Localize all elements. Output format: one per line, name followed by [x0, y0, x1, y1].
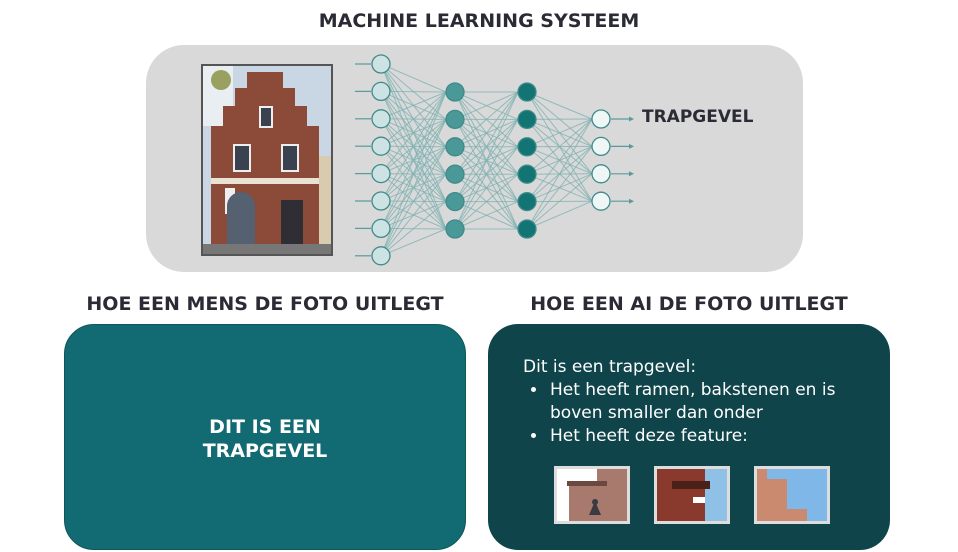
hidden1-node [445, 191, 465, 212]
network-edge [454, 173, 519, 230]
hidden2-node [517, 82, 537, 102]
network-edge [380, 201, 447, 257]
network-edge [526, 200, 593, 230]
neural-network-diagram [355, 54, 634, 266]
input-node [371, 81, 391, 102]
network-edge [526, 146, 593, 230]
network-edge [526, 91, 593, 120]
hidden2-node [517, 191, 537, 212]
network-edge [526, 118, 593, 202]
ai-intro: Dit is een trapgevel: [523, 357, 697, 377]
network-edge [454, 119, 519, 230]
hidden2-node [517, 219, 537, 239]
hidden1-node [445, 109, 465, 130]
input-node [371, 109, 391, 129]
output-node [591, 164, 611, 184]
network-edge [454, 201, 519, 230]
network-edge [380, 119, 447, 257]
output-node [591, 191, 611, 211]
input-node [371, 218, 391, 239]
network-edge [380, 90, 447, 93]
network-edge [526, 118, 593, 175]
network-edge [526, 118, 593, 230]
network-edge [380, 91, 447, 229]
network-edge [380, 91, 447, 202]
input-node [371, 54, 391, 74]
network-edge [380, 173, 447, 257]
feature-thumbnail-3 [754, 466, 830, 524]
network-edge [454, 91, 519, 175]
input-node [371, 163, 391, 184]
output-arrowhead [629, 198, 634, 204]
ai-section-title: HOE EEN AI DE FOTO UITLEGT [530, 293, 848, 315]
network-edge [380, 91, 447, 120]
network-edge [380, 63, 447, 93]
network-edge [454, 91, 519, 230]
hidden2-node [517, 109, 537, 130]
hidden2-node [517, 164, 537, 184]
human-section-title: HOE EEN MENS DE FOTO UITLEGT [86, 293, 444, 315]
output-arrowhead [629, 116, 634, 122]
ai-bullet: Het heeft ramen, bakstenen en is boven s… [548, 379, 873, 425]
output-arrowhead [629, 171, 634, 177]
output-arrowhead [629, 143, 634, 149]
output-node [591, 136, 611, 157]
ai-bullet: Het heeft deze feature: [548, 425, 873, 448]
input-node [371, 246, 391, 266]
network-edge [380, 146, 447, 257]
building-photo [201, 64, 333, 256]
hidden1-node [445, 137, 465, 157]
input-node [371, 136, 391, 156]
human-text-line1: DIT IS EEN [209, 416, 321, 438]
input-node [371, 191, 391, 211]
output-node [591, 109, 611, 129]
ai-explanation-card: Dit is een trapgevel: Het heeft ramen, b… [488, 324, 890, 550]
network-edge [454, 146, 519, 230]
human-text-line2: TRAPGEVEL [202, 440, 328, 462]
output-label: TRAPGEVEL [642, 107, 754, 127]
page-title: MACHINE LEARNING SYSTEEM [318, 10, 640, 32]
network-edge [380, 228, 447, 257]
network-edge [380, 91, 447, 256]
hidden1-node [445, 82, 465, 102]
human-explanation-card: DIT IS EEN TRAPGEVEL [64, 324, 466, 550]
feature-thumbnail-2 [654, 466, 730, 524]
hidden2-node [517, 137, 537, 157]
network-edge [380, 91, 447, 174]
hidden1-node [445, 164, 465, 184]
network-edge [454, 91, 519, 120]
network-edge [526, 118, 593, 148]
network-edge [454, 91, 519, 202]
network-edge [454, 91, 519, 148]
feature-thumbnail-1 [554, 466, 630, 524]
network-edge [526, 173, 593, 230]
network-edge [380, 91, 447, 147]
hidden1-node [445, 219, 465, 239]
